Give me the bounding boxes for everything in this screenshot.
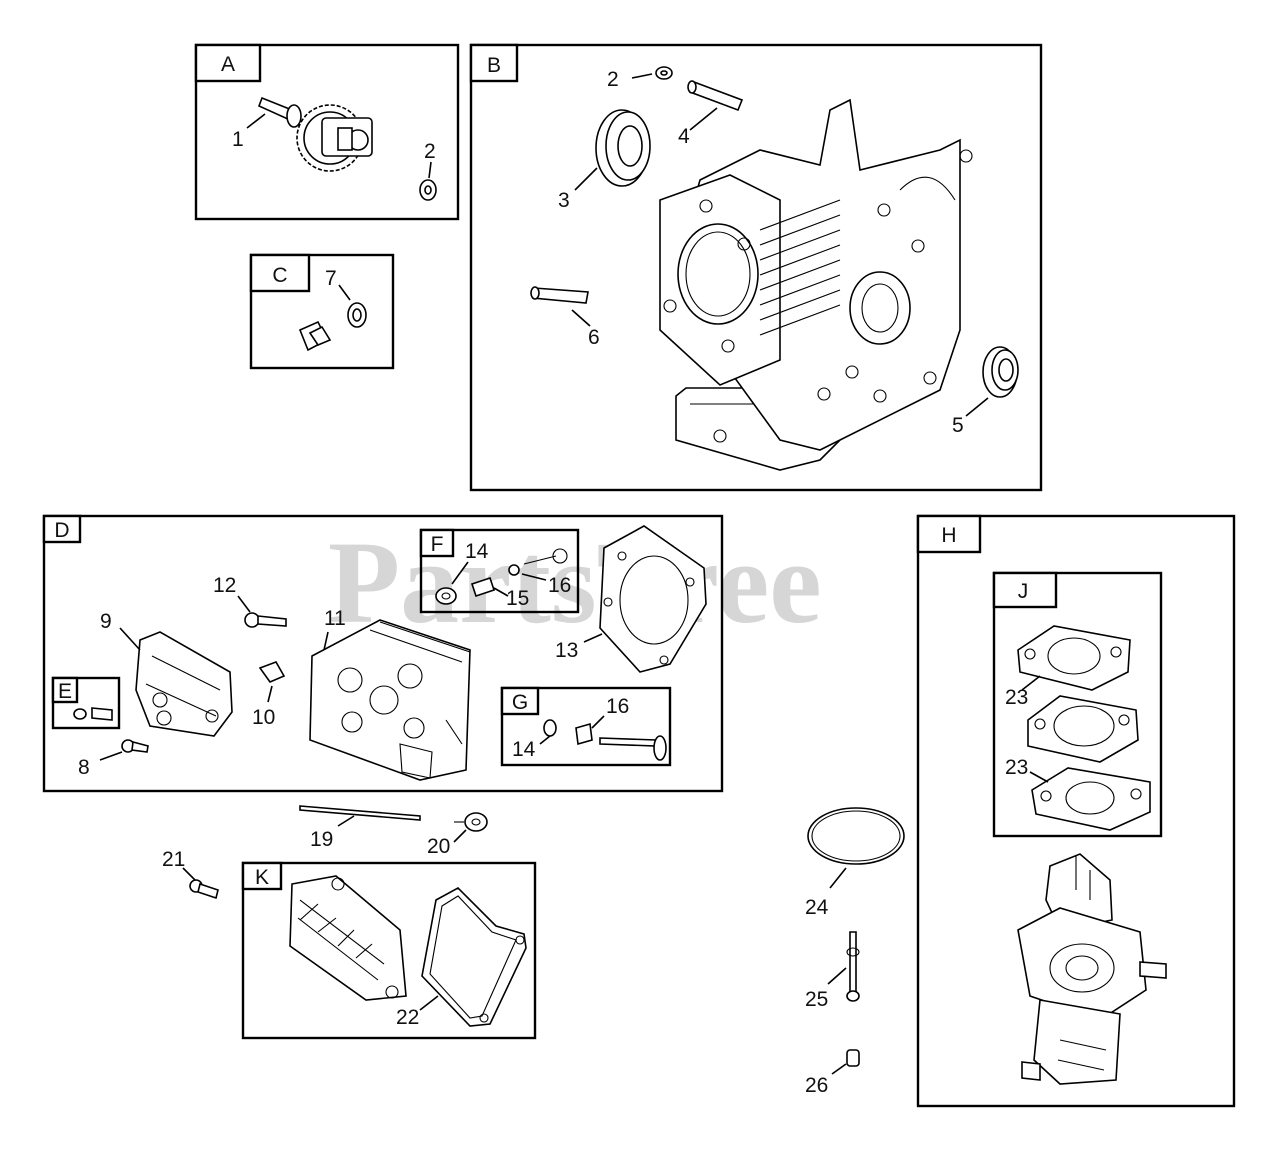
part-22-cover-gasket[interactable] (421, 887, 527, 1027)
part-7-washer[interactable] (347, 302, 367, 328)
callout-g14: 14 (512, 738, 536, 761)
part-23-gasket-top[interactable] (1017, 625, 1131, 691)
section-f-label: F (431, 533, 444, 556)
part-spacer[interactable] (1027, 695, 1139, 763)
part-a2-washer[interactable] (419, 179, 437, 201)
section-e-label: E (58, 680, 72, 703)
part-4-pin[interactable] (687, 80, 744, 112)
callout-24: 24 (805, 896, 829, 919)
callout-f15: 15 (506, 587, 529, 610)
section-c[interactable]: C (249, 253, 395, 370)
section-e[interactable]: E (51, 676, 121, 730)
section-d[interactable]: D (42, 514, 724, 793)
part-20-washer[interactable] (454, 812, 488, 832)
callout-a2: 2 (424, 140, 436, 163)
callout-j23a: 23 (1005, 686, 1028, 709)
part-21-bolt[interactable] (189, 879, 219, 900)
part-10-guide[interactable] (258, 661, 286, 683)
callout-9: 9 (100, 610, 112, 633)
section-g[interactable]: G (500, 686, 672, 767)
callout-12: 12 (213, 574, 236, 597)
part-26-spring[interactable] (846, 1049, 860, 1067)
section-b[interactable]: B (469, 43, 1043, 492)
callout-13: 13 (555, 639, 578, 662)
part-1-bolt[interactable] (257, 96, 302, 128)
part-12-bolt[interactable] (244, 612, 287, 628)
part-11-cylinder-head[interactable] (309, 619, 471, 781)
callout-b2: 2 (607, 68, 619, 91)
section-k-label: K (255, 866, 269, 889)
callout-21: 21 (162, 848, 185, 871)
section-k[interactable]: K (241, 861, 537, 1040)
section-j[interactable]: J (992, 571, 1163, 838)
part-24-o-ring[interactable] (807, 807, 905, 865)
callout-8: 8 (78, 756, 90, 779)
section-h-label: H (941, 524, 956, 547)
part-19-push-rod[interactable] (299, 805, 421, 821)
watermark-text: PartsTree (328, 517, 822, 648)
callout-f14: 14 (465, 540, 489, 563)
section-d-label: D (54, 519, 69, 542)
section-j-label: J (1018, 580, 1029, 603)
part-valve-cover[interactable] (289, 875, 407, 1001)
callout-5: 5 (952, 414, 964, 437)
section-c-label: C (272, 264, 287, 287)
callout-11: 11 (324, 607, 346, 630)
part-13-head-gasket[interactable] (599, 525, 707, 673)
callout-20: 20 (427, 835, 450, 858)
part-crankcase[interactable] (659, 98, 973, 471)
part-9-bracket[interactable] (135, 631, 233, 737)
section-a-label: A (221, 53, 235, 76)
part-23-gasket-bottom[interactable] (1031, 767, 1151, 831)
callout-25: 25 (805, 988, 828, 1011)
part-25-link[interactable] (846, 931, 860, 1002)
callout-26: 26 (805, 1074, 828, 1097)
callout-f16: 16 (548, 574, 571, 597)
section-a[interactable]: A (194, 43, 460, 221)
callout-10: 10 (252, 706, 275, 729)
part-b2-washer[interactable] (655, 66, 673, 80)
part-c-bolt[interactable] (298, 320, 332, 352)
callout-j23b: 23 (1005, 756, 1028, 779)
part-8-bolt[interactable] (121, 739, 149, 753)
callout-g16: 16 (606, 695, 629, 718)
part-gear[interactable] (296, 104, 373, 172)
section-g-label: G (512, 691, 528, 714)
callout-6: 6 (588, 326, 600, 349)
section-b-label: B (487, 54, 501, 77)
callout-1: 1 (232, 128, 244, 151)
part-carburetor[interactable] (1017, 853, 1167, 1085)
callout-19: 19 (310, 828, 333, 851)
section-f[interactable]: F (419, 528, 580, 614)
part-6-pin[interactable] (530, 286, 589, 304)
callout-7: 7 (325, 267, 337, 290)
section-h[interactable]: H (916, 514, 1236, 1108)
part-5-oil-seal[interactable] (982, 346, 1019, 398)
callout-3: 3 (558, 189, 570, 212)
callout-22: 22 (396, 1006, 419, 1029)
part-3-bearing[interactable] (595, 109, 651, 187)
callout-4: 4 (678, 125, 690, 148)
